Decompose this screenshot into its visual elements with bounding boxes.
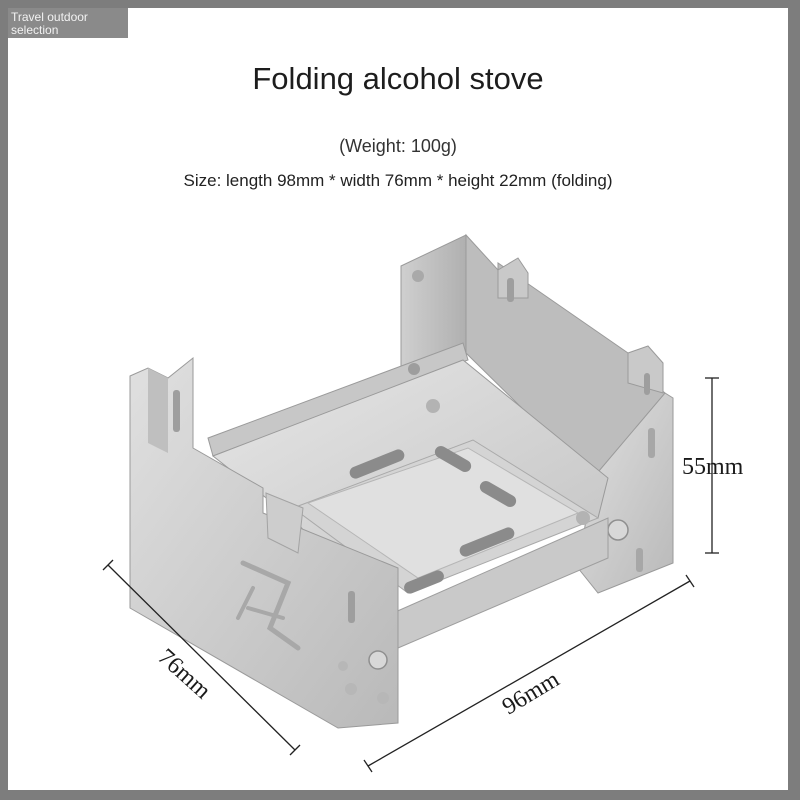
left-rail xyxy=(207,342,469,457)
height-dimension-line xyxy=(705,377,719,554)
product-title: Folding alcohol stove xyxy=(252,61,544,96)
dimension-lines xyxy=(102,377,719,773)
tray xyxy=(211,359,609,649)
height-dimension-label: 55mm xyxy=(682,454,744,480)
product-image: Travel outdoor selection Folding alcohol… xyxy=(8,8,788,790)
stove-illustration xyxy=(102,233,719,773)
front-left-panel xyxy=(129,356,399,729)
watermark-text: Travel outdoor selection xyxy=(11,10,88,37)
length-dimension-line xyxy=(363,574,695,773)
back-wall xyxy=(400,233,666,489)
watermark: Travel outdoor selection xyxy=(8,8,128,38)
weight-label: (Weight: 100g) xyxy=(339,136,457,156)
size-label: Size: length 98mm * width 76mm * height … xyxy=(183,171,613,190)
width-dimension-line xyxy=(102,559,301,756)
